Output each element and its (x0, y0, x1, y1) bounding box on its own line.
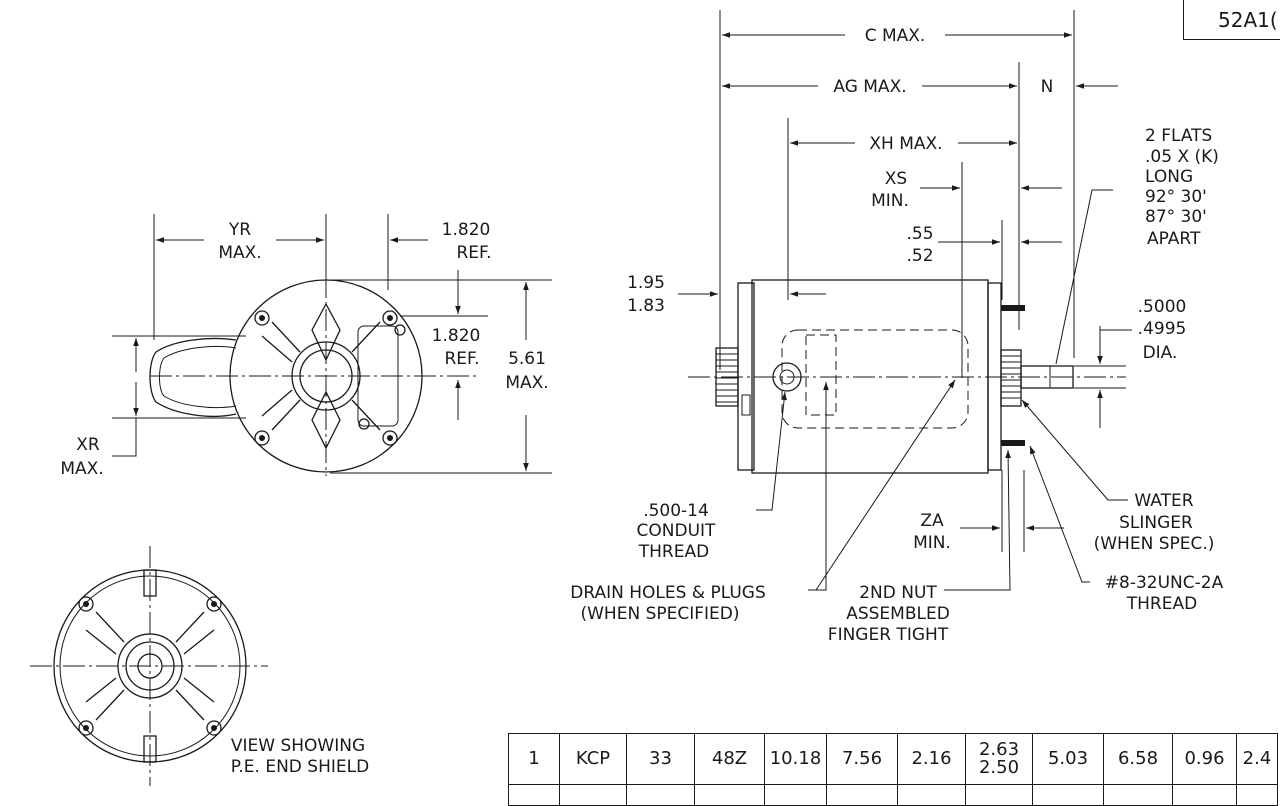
label-1820-mid-2: REF. (444, 349, 479, 369)
label-nut-3: FINGER TIGHT (828, 625, 949, 645)
label-flats-6: APART (1147, 229, 1201, 249)
label-flats-4: 92° 30' (1145, 187, 1207, 207)
table-cell: 7.56 (826, 733, 898, 785)
label-shaft-1: .5000 (1138, 297, 1187, 317)
label-view-1: VIEW SHOWING (231, 736, 365, 756)
dimension-labels: C MAX. AG MAX. N XH MAX. XS MIN. 2 FLATS… (60, 26, 1223, 777)
label-yr-1: YR (228, 220, 251, 240)
label-conduit-2: CONDUIT (637, 521, 717, 541)
label-561-2: MAX. (505, 373, 548, 393)
table-cell-upper: 2.63 (978, 739, 1020, 760)
label-drain-2: (WHEN SPECIFIED) (580, 604, 739, 624)
label-flats-5: 87° 30' (1145, 207, 1207, 227)
drawing-number-box (1183, 0, 1280, 40)
label-view-2: P.E. END SHIELD (231, 757, 369, 777)
table-cell: 10.18 (764, 733, 827, 785)
drawing-number: 52A1( (1218, 8, 1278, 32)
label-conduit-3: THREAD (638, 542, 709, 562)
label-flats-3: LONG (1145, 167, 1193, 187)
label-conduit-1: .500-14 (643, 501, 709, 521)
label-za-1: ZA (920, 511, 944, 531)
label-za-2: MIN. (913, 533, 951, 553)
label-1820-top-2: REF. (456, 243, 491, 263)
table-cell: 33 (626, 733, 695, 785)
end-view (112, 214, 552, 476)
label-xh-max: XH MAX. (869, 134, 942, 154)
table-cell: 0.96 (1172, 733, 1237, 785)
label-thread8-2: THREAD (1126, 594, 1197, 614)
side-view (678, 10, 1132, 591)
label-xr-2: MAX. (60, 459, 103, 479)
front-hub-knurl (1001, 355, 1021, 399)
pe-end-shield-view (30, 546, 268, 786)
label-1820-top-1: 1.820 (442, 220, 491, 240)
label-xr-1: XR (76, 435, 100, 455)
table-cell-lower: 2.50 (978, 757, 1020, 778)
label-055: .55 (906, 224, 933, 244)
label-water-1: WATER (1134, 491, 1193, 511)
label-flats-2: .05 X (K) (1145, 147, 1219, 167)
label-water-3: (WHEN SPEC.) (1094, 534, 1215, 554)
label-xs-2: MIN. (871, 191, 909, 211)
label-water-2: SLINGER (1119, 513, 1193, 533)
label-561-1: 5.61 (508, 349, 546, 369)
table-cell: 5.03 (1032, 733, 1104, 785)
table-cell: 6.58 (1103, 733, 1173, 785)
table-cell: 2.4 (1236, 733, 1278, 785)
table-cell: 2.16 (897, 733, 966, 785)
label-drain-1: DRAIN HOLES & PLUGS (570, 583, 766, 603)
label-shaft-3: DIA. (1143, 343, 1178, 363)
label-c-max: C MAX. (865, 26, 926, 46)
table-cell: 48Z (694, 733, 765, 785)
label-052: .52 (906, 246, 933, 266)
label-xs-1: XS (885, 169, 907, 189)
label-yr-2: MAX. (218, 243, 261, 263)
label-flats-1: 2 FLATS (1145, 126, 1212, 146)
label-nut-2: ASSEMBLED (846, 604, 950, 624)
table-cell: KCP (559, 733, 627, 785)
label-195: 1.95 (627, 273, 665, 293)
label-thread8-1: #8-32UNC-2A (1105, 573, 1224, 593)
label-n: N (1041, 77, 1054, 97)
label-shaft-2: .4995 (1138, 319, 1187, 339)
label-nut-1: 2ND NUT (859, 583, 937, 603)
label-1820-mid-1: 1.820 (432, 326, 481, 346)
label-183: 1.83 (627, 296, 665, 316)
label-ag-max: AG MAX. (833, 77, 906, 97)
table-cell: 1 (508, 733, 560, 785)
table-row (508, 784, 1278, 806)
rear-hub-knurl (716, 353, 738, 403)
